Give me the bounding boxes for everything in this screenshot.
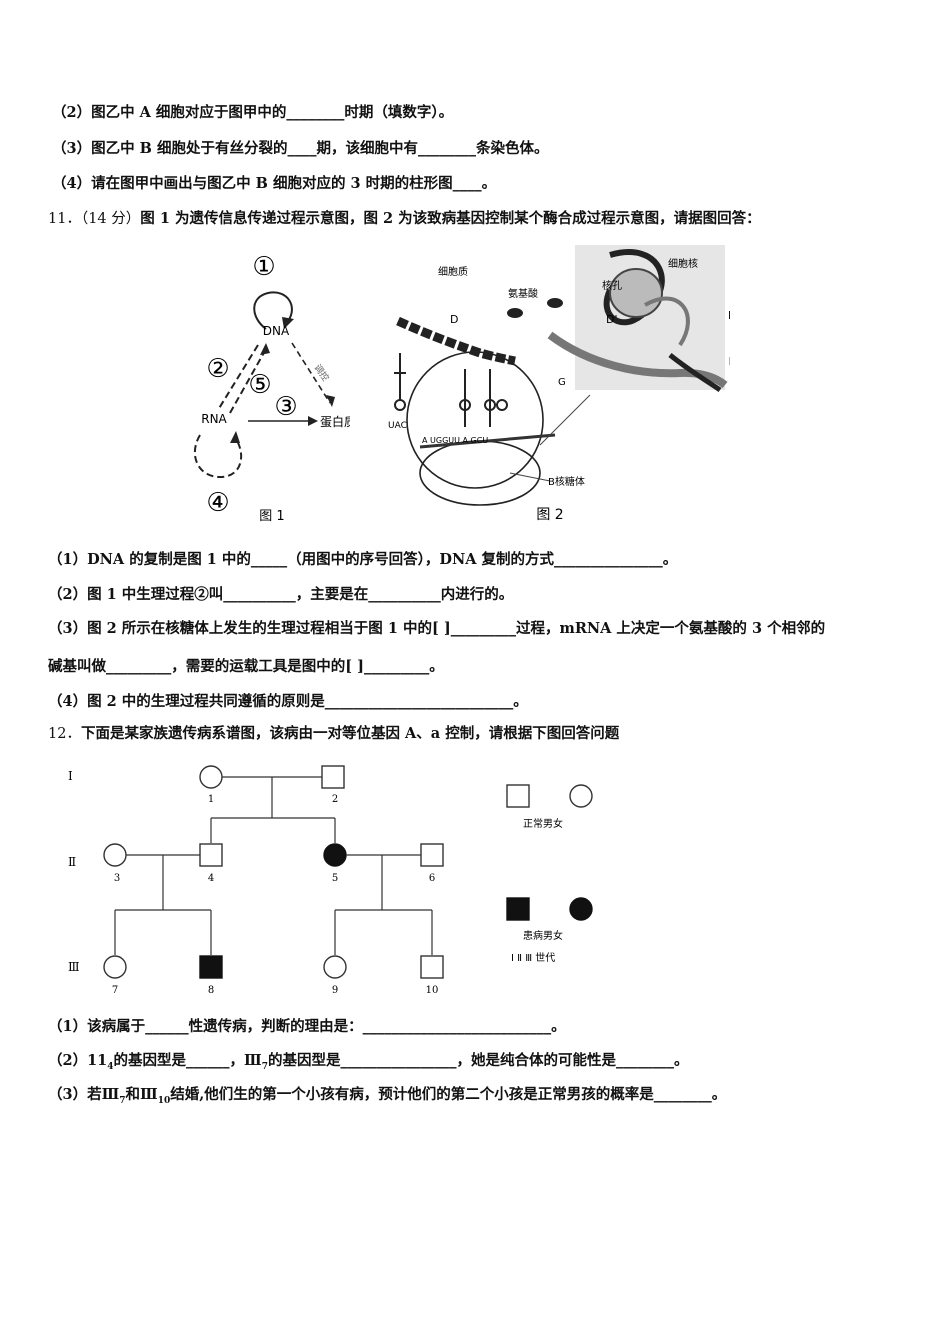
q12-sub3: （3）若Ⅲ7和Ⅲ10结婚,他们生的第一个小孩有病，预计他们的第二个小孩是正常男孩… bbox=[48, 1086, 727, 1106]
q12-sub1: （1）该病属于______性遗传病，判断的理由是：_______________… bbox=[48, 1018, 566, 1035]
fig2-aa-label: 氨基酸 bbox=[508, 287, 538, 300]
fig1-caption: 图 1 bbox=[259, 509, 284, 524]
fig1-arrow-dna-protein bbox=[291, 342, 331, 404]
id-10: 10 bbox=[426, 985, 439, 996]
fig1-arrow-bottom bbox=[230, 431, 240, 443]
fig2-dna-strand bbox=[644, 296, 690, 347]
q12-stem-text: 下面是某家族遗传病系谱图，该病由一对等位基因 A、a 控制，请根据下图回答问题 bbox=[80, 725, 620, 742]
individual-9 bbox=[323, 955, 347, 979]
id-5: 5 bbox=[332, 873, 338, 884]
individual-8 bbox=[199, 955, 223, 979]
fig2-nuclear-envelope bbox=[547, 331, 728, 389]
gen-label-1: Ⅰ bbox=[68, 769, 73, 783]
q11-stem-text: 图 1 为遗传信息传递过程示意图，图 2 为该致病基因控制某个酶合成过程示意图，… bbox=[140, 210, 761, 227]
id-6: 6 bbox=[429, 873, 435, 884]
id-4: 4 bbox=[208, 873, 214, 884]
legend-affected-male bbox=[506, 897, 530, 921]
q11-sub3a: （3）图 2 所示在核糖体上发生的生理过程相当于图 1 中的[ ]_______… bbox=[48, 620, 826, 637]
fig2-f-label: F bbox=[729, 355, 730, 368]
fig1-label-1: ① bbox=[252, 252, 275, 282]
fig2-cytoplasm-label: 细胞质 bbox=[438, 265, 468, 278]
fig2-caption: 图 2 bbox=[536, 507, 563, 523]
legend-normal-label: 正常男女 bbox=[523, 817, 563, 830]
fig2-pointer bbox=[539, 394, 591, 446]
q11-sub2: （2）图 1 中生理过程②叫__________，主要是在__________内… bbox=[48, 586, 514, 603]
fig2-d-label: D bbox=[450, 313, 458, 326]
fig2-uac-label: UAC bbox=[388, 421, 407, 431]
prev-q2: （2）图乙中 A 细胞对应于图甲中的________时期（填数字）。 bbox=[52, 104, 454, 121]
fig1-arrow-transcription bbox=[217, 344, 259, 411]
q11-sub4: （4）图 2 中的生理过程共同遵循的原则是___________________… bbox=[48, 693, 528, 710]
fig1-arrowhead-tr bbox=[308, 416, 318, 426]
fig2-trna-2 bbox=[459, 369, 471, 427]
individual-5 bbox=[323, 843, 347, 867]
individual-1 bbox=[199, 765, 223, 789]
figure-2: 细胞核 核孔 D' E F 细胞质 氨基酸 D A UGGUU A GCU UA… bbox=[388, 245, 730, 523]
fig2-trna-3 bbox=[484, 369, 508, 427]
q11-sub1: （1）DNA 的复制是图 1 中的_____（用图中的序号回答），DNA 复制的… bbox=[48, 551, 678, 568]
id-1: 1 bbox=[208, 794, 214, 805]
id-2: 2 bbox=[332, 794, 338, 805]
prev-q3: （3）图乙中 B 细胞处于有丝分裂的____期，该细胞中有________条染色… bbox=[52, 140, 549, 157]
fig1-protein: 蛋白质 bbox=[320, 414, 350, 429]
fig1-arrow-top bbox=[282, 317, 294, 329]
fig2-mrna bbox=[419, 433, 556, 449]
pedigree-chart: Ⅰ Ⅱ Ⅲ 1 2 3 4 5 6 7 8 9 10 正常男女 患病男女 Ⅰ Ⅱ… bbox=[68, 765, 593, 996]
gen-label-3: Ⅲ bbox=[68, 960, 80, 974]
id-8: 8 bbox=[208, 985, 214, 996]
fig2-ribosome-large bbox=[406, 351, 544, 489]
q11-sub3b: 碱基叫做_________，需要的运载工具是图中的[ ]_________。 bbox=[48, 658, 444, 675]
q12-stem: 12．下面是某家族遗传病系谱图，该病由一对等位基因 A、a 控制，请根据下图回答… bbox=[48, 722, 619, 743]
individual-4 bbox=[199, 843, 223, 867]
id-7: 7 bbox=[112, 985, 118, 996]
fig2-pore-label: 核孔 bbox=[602, 279, 622, 292]
fig2-g-label: G bbox=[558, 377, 566, 388]
fig1-cycle-bottom bbox=[193, 434, 243, 479]
fig2-nucleus-label: 细胞核 bbox=[668, 257, 698, 270]
fig2-trna-1 bbox=[394, 353, 406, 411]
legend-affected-female bbox=[569, 897, 593, 921]
individual-10 bbox=[420, 955, 444, 979]
legend-generation-label: Ⅰ Ⅱ Ⅲ 世代 bbox=[511, 952, 555, 964]
fig2-mrna-out bbox=[668, 353, 722, 393]
individual-2 bbox=[321, 765, 345, 789]
fig1-label-2: ② bbox=[206, 354, 229, 384]
individual-3 bbox=[103, 843, 127, 867]
prev-q4: （4）请在图甲中画出与图乙中 B 细胞对应的 3 时期的柱形图____。 bbox=[52, 175, 497, 192]
fig2-leader-ribo bbox=[509, 472, 551, 482]
fig1-rna: RNA bbox=[201, 412, 227, 426]
fig2-dprime-label: D' bbox=[606, 313, 618, 326]
q12-sub2: （2）114的基因型是______，Ⅲ7的基因型是_______________… bbox=[48, 1052, 689, 1072]
fig2-seq: A UGGUU A GCU bbox=[422, 436, 488, 445]
fig1-label-4: ④ bbox=[206, 488, 229, 518]
fig2-dna-coil bbox=[609, 268, 663, 318]
fig1-arrowhead-dp bbox=[326, 395, 335, 407]
fig1-label-rt: 调控 bbox=[312, 362, 332, 384]
individual-6 bbox=[420, 843, 444, 867]
individual-7 bbox=[103, 955, 127, 979]
q12-number: 12． bbox=[48, 726, 81, 742]
fig2-ribosome-small bbox=[419, 440, 541, 506]
fig1-dna: DNA bbox=[263, 324, 290, 338]
fig2-ribo-label: B核糖体 bbox=[548, 475, 585, 488]
fig1-arrow-reverse bbox=[229, 348, 267, 414]
fig2-e-label: E bbox=[728, 309, 730, 322]
fig2-aa-2 bbox=[547, 298, 563, 308]
q11-stem: 11．（14 分）图 1 为遗传信息传递过程示意图，图 2 为该致病基因控制某个… bbox=[48, 207, 761, 228]
legend-normal-female bbox=[569, 784, 593, 808]
id-9: 9 bbox=[332, 985, 338, 996]
q11-number: 11．（14 分） bbox=[48, 211, 141, 227]
figure-1: ① DNA 调控 ② ⑤ ③ RNA 蛋白质 ④ 图 1 bbox=[193, 252, 350, 524]
gen-label-2: Ⅱ bbox=[68, 855, 76, 869]
fig2-aa-1 bbox=[507, 308, 523, 318]
fig2-nucleus-region bbox=[575, 245, 725, 390]
fig1-cycle-top bbox=[253, 291, 293, 330]
legend-normal-male bbox=[506, 784, 530, 808]
fig1-arrowhead-up bbox=[260, 343, 270, 355]
legend-affected-label: 患病男女 bbox=[523, 929, 563, 942]
id-3: 3 bbox=[114, 873, 120, 884]
fig1-label-3: ③ bbox=[274, 392, 297, 422]
fig1-label-5: ⑤ bbox=[248, 370, 271, 400]
